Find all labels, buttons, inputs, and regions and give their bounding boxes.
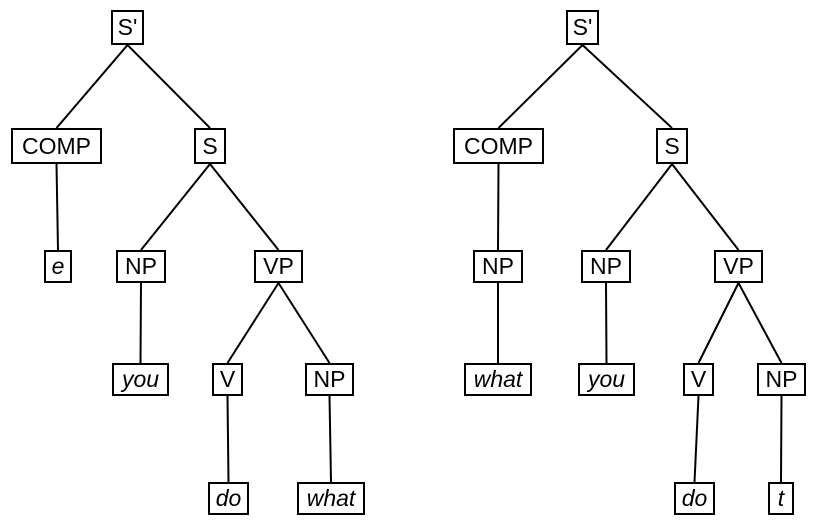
- tree-edge: [697, 282, 740, 364]
- tree-edge: [140, 163, 211, 251]
- tree-node-you: you: [112, 363, 169, 396]
- tree-edge: [780, 395, 783, 483]
- tree-node-e: e: [44, 250, 72, 283]
- tree-node-np: NP: [305, 363, 354, 396]
- tree-node-s: S: [656, 128, 688, 164]
- tree-node-comp: COMP: [453, 128, 544, 164]
- tree-edge: [226, 395, 230, 483]
- tree-edge: [693, 395, 700, 483]
- tree-edge: [497, 44, 584, 129]
- tree-edge: [605, 282, 608, 364]
- tree-node-sbar: S': [566, 10, 599, 45]
- tree-node-what: what: [297, 482, 365, 515]
- tree-node-vp: VP: [714, 250, 763, 283]
- tree-node-v: V: [212, 363, 243, 396]
- tree-edge: [55, 163, 59, 251]
- tree-edge: [671, 163, 740, 251]
- tree-edge: [126, 44, 211, 129]
- tree-node-t: t: [768, 482, 794, 515]
- tree-edge: [55, 44, 129, 129]
- tree-node-sbar: S': [111, 10, 144, 45]
- tree-node-do: do: [674, 482, 715, 515]
- tree-edge: [226, 282, 280, 364]
- tree-node-you: you: [578, 363, 635, 396]
- tree-node-np: NP: [757, 363, 806, 396]
- tree-edge: [581, 44, 673, 129]
- tree-node-np: NP: [581, 250, 631, 283]
- tree-node-comp: COMP: [11, 128, 102, 164]
- tree-edge: [139, 282, 142, 364]
- tree-edge: [209, 163, 280, 251]
- tree-edge: [605, 163, 673, 251]
- tree-edge: [497, 163, 500, 251]
- tree-node-np: NP: [473, 250, 523, 283]
- tree-edge: [737, 282, 783, 364]
- tree-edge: [277, 282, 331, 364]
- tree-edge: [328, 395, 332, 483]
- tree-node-s: S: [194, 128, 226, 164]
- tree-node-np: NP: [116, 250, 166, 283]
- tree-node-do: do: [208, 482, 249, 515]
- tree-node-vp: VP: [254, 250, 303, 283]
- tree-node-what: what: [464, 363, 532, 396]
- tree-node-v: V: [683, 363, 714, 396]
